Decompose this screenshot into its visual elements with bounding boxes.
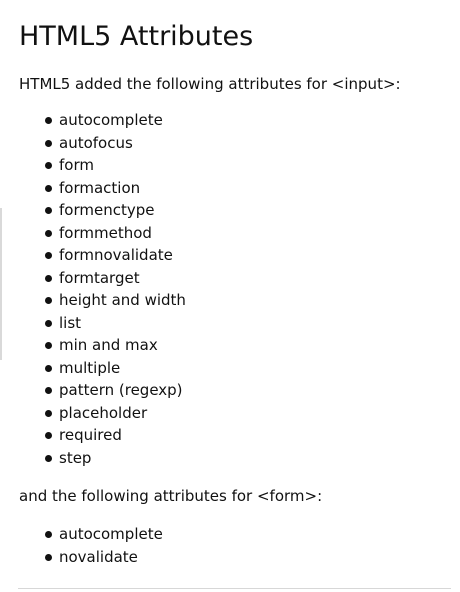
left-edge-divider: [0, 208, 2, 360]
input-attributes-list: autocomplete autofocus form formaction f…: [19, 109, 449, 469]
list-item: formenctype: [19, 199, 449, 222]
list-item: formnovalidate: [19, 244, 449, 267]
list-item: formmethod: [19, 222, 449, 245]
list-item: formtarget: [19, 267, 449, 290]
list-item: placeholder: [19, 402, 449, 425]
list-item: formaction: [19, 177, 449, 200]
list-item: autocomplete: [19, 523, 449, 546]
list-item: min and max: [19, 334, 449, 357]
list-item: novalidate: [19, 546, 449, 569]
form-attributes-intro: and the following attributes for <form>:: [19, 487, 323, 505]
html5-attributes-content: HTML5 Attributes HTML5 added the followi…: [19, 18, 449, 568]
list-item: list: [19, 312, 449, 335]
list-item: form: [19, 154, 449, 177]
list-item: multiple: [19, 357, 449, 380]
form-attributes-list: autocomplete novalidate: [19, 523, 449, 568]
list-item: required: [19, 424, 449, 447]
bottom-divider: [18, 588, 451, 589]
list-item: autocomplete: [19, 109, 449, 132]
list-item: pattern (regexp): [19, 379, 449, 402]
page-title: HTML5 Attributes: [19, 21, 254, 52]
list-item: autofocus: [19, 132, 449, 155]
list-item: height and width: [19, 289, 449, 312]
list-item: step: [19, 447, 449, 470]
input-attributes-intro: HTML5 added the following attributes for…: [19, 75, 401, 93]
